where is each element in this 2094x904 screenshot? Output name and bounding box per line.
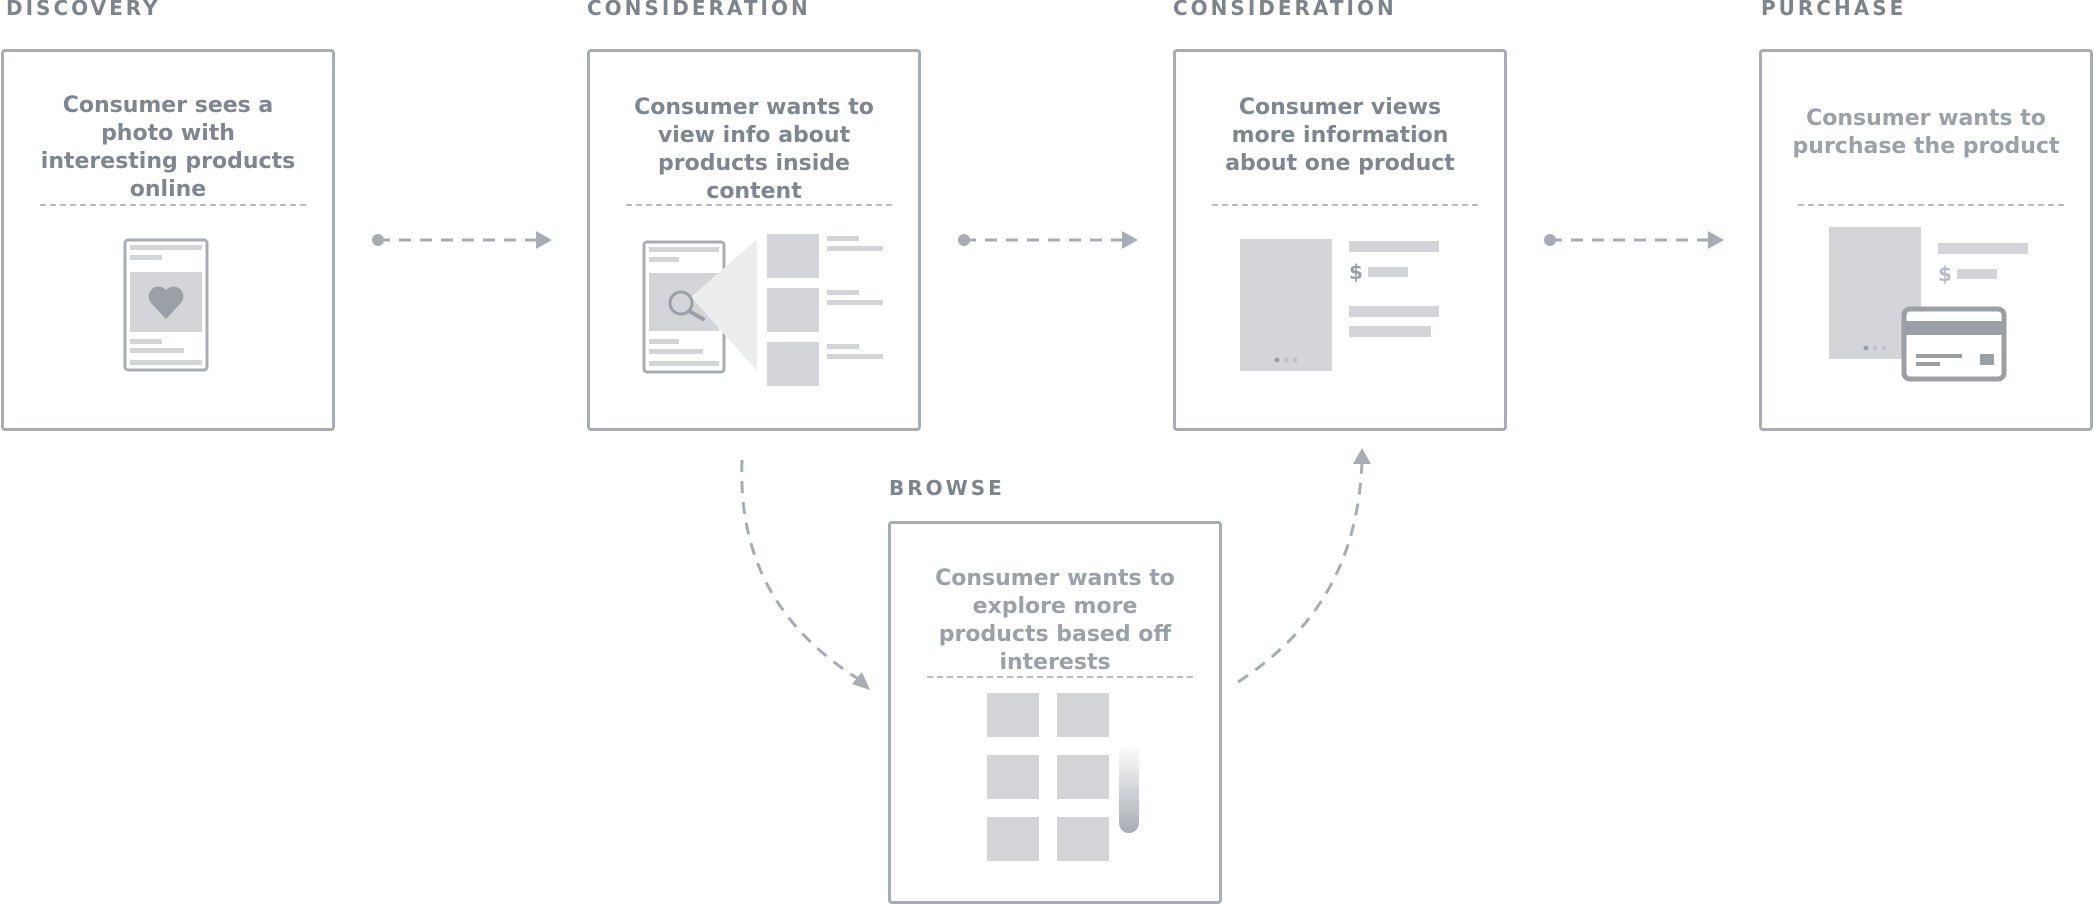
price-symbol: $ xyxy=(1349,260,1363,284)
spotlight-beam xyxy=(691,239,757,371)
card-divider xyxy=(626,204,892,206)
arrowhead-to-browse xyxy=(852,672,870,690)
card-discovery: Consumer sees a photo with interesting p… xyxy=(1,49,335,431)
stage-label-consideration-1: CONSIDERATION xyxy=(587,0,811,20)
stage-label-consideration-2: CONSIDERATION xyxy=(1173,0,1397,20)
product-grid xyxy=(987,693,1109,861)
card-divider xyxy=(1212,204,1478,206)
card-browse: Consumer wants to explore more products … xyxy=(888,521,1222,904)
card-divider xyxy=(1798,204,2064,206)
card-consideration-1-text: Consumer wants to view info about produc… xyxy=(634,95,874,204)
card-purchase-illustration: $ xyxy=(1829,227,2028,382)
heart-icon xyxy=(148,286,184,319)
price-symbol: $ xyxy=(1938,262,1952,286)
card-consideration-2: Consumer views more information about on… xyxy=(1173,49,1507,431)
scrollbar-icon xyxy=(1119,743,1139,833)
card-consideration-1-illustration xyxy=(642,234,883,386)
magnifier-icon xyxy=(668,290,705,321)
arrowhead-to-consideration xyxy=(1353,448,1371,464)
product-image xyxy=(1240,239,1332,371)
card-browse-illustration xyxy=(987,693,1139,861)
card-consideration-2-text: Consumer views more information about on… xyxy=(1225,95,1455,176)
card-consideration-1: Consumer wants to view info about produc… xyxy=(587,49,921,431)
card-discovery-illustration xyxy=(123,238,209,372)
card-browse-text: Consumer wants to explore more products … xyxy=(935,566,1175,675)
stage-label-browse: BROWSE xyxy=(889,476,1005,500)
card-discovery-text: Consumer sees a photo with interesting p… xyxy=(40,93,296,202)
product-list xyxy=(767,234,883,386)
card-consideration-2-illustration: $ xyxy=(1240,239,1439,371)
card-divider xyxy=(927,676,1193,678)
connector-browse-to-consideration xyxy=(1237,461,1364,684)
stage-label-discovery: DISCOVERY xyxy=(6,0,161,20)
card-divider xyxy=(40,204,306,206)
card-purchase: Consumer wants to purchase the product $ xyxy=(1759,49,2093,431)
credit-card-icon xyxy=(1901,306,2007,382)
stage-label-purchase: PURCHASE xyxy=(1761,0,1907,20)
card-purchase-text: Consumer wants to purchase the product xyxy=(1792,106,2060,159)
connector-consideration-to-browse xyxy=(740,459,861,682)
